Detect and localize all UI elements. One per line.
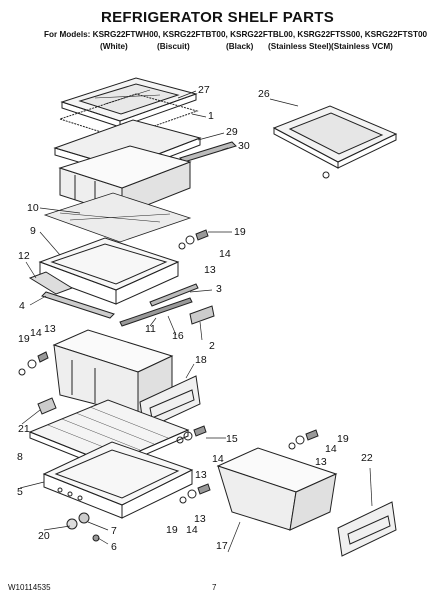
callout-9: 9 [30, 225, 36, 237]
callout-10: 10 [27, 202, 39, 214]
screw-6 [93, 535, 99, 541]
pan-frame-9 [40, 238, 178, 304]
rail-12 [30, 272, 72, 294]
models-line: For Models: KSRG22FTWH00, KSRG22FTBT00, … [44, 30, 428, 39]
callout-4: 4 [19, 300, 25, 312]
callout-19-a: 19 [234, 226, 246, 238]
callout-8: 8 [17, 451, 23, 463]
callout-5: 5 [17, 486, 23, 498]
rail-30 [180, 142, 236, 162]
callout-19-c: 19 [337, 433, 349, 445]
callout-14-d: 14 [325, 443, 337, 455]
callout-17: 17 [216, 540, 228, 552]
callout-21: 21 [18, 423, 30, 435]
callout-14-b: 14 [30, 327, 42, 339]
callout-14-c: 14 [212, 453, 224, 465]
callout-11: 11 [145, 323, 156, 335]
page-number: 7 [212, 583, 217, 592]
callout-3: 3 [216, 283, 222, 295]
callout-1: 1 [208, 110, 214, 122]
callout-7: 7 [111, 525, 117, 537]
callout-13-a: 13 [204, 264, 216, 276]
callout-19-d: 19 [166, 524, 178, 536]
callout-12: 12 [18, 250, 30, 262]
strip-11 [120, 298, 192, 326]
crisper-drawer-upper [60, 146, 190, 215]
clip-21 [38, 398, 56, 414]
callout-13-d: 13 [315, 456, 327, 468]
callout-14-a: 14 [219, 248, 231, 260]
callout-20: 20 [38, 530, 50, 542]
callout-26: 26 [258, 88, 270, 100]
page-title: REFRIGERATOR SHELF PARTS [100, 9, 335, 26]
callout-14-e: 14 [186, 524, 198, 536]
callout-27: 27 [198, 84, 210, 96]
shelf-glass-26 [274, 106, 396, 178]
hardware-left [19, 352, 48, 375]
callout-30: 30 [238, 140, 250, 152]
hardware-right [289, 430, 318, 449]
callout-13-c: 13 [195, 469, 207, 481]
callout-2: 2 [209, 340, 215, 352]
roller-20 [67, 513, 89, 529]
shelf-glass-27 [62, 78, 196, 127]
hardware-upper-right [179, 230, 208, 249]
color-white: (White) [100, 42, 128, 51]
callout-15: 15 [226, 433, 238, 445]
hardware-mid [177, 426, 206, 443]
color-biscuit: (Biscuit) [157, 42, 190, 51]
color-black: (Black) [226, 42, 254, 51]
pan-17 [218, 448, 336, 530]
strip-3 [150, 284, 198, 306]
callout-13-b: 13 [44, 323, 56, 335]
color-stainless-steel: (Stainless Steel) [268, 42, 332, 51]
document-number: W10114535 [8, 583, 51, 592]
callout-22: 22 [361, 452, 373, 464]
callout-19-b: 19 [18, 333, 30, 345]
glass-insert-10 [45, 193, 190, 242]
rail-4 [42, 292, 114, 318]
callout-29: 29 [226, 126, 238, 138]
frame-5 [44, 442, 192, 518]
callout-16: 16 [172, 330, 184, 342]
bracket-2 [190, 306, 214, 324]
drawer-front-22 [338, 502, 396, 556]
callout-13-e: 13 [194, 513, 206, 525]
hardware-bottom-mid [180, 484, 210, 503]
color-stainless-vcm: (Stainless VCM) [331, 42, 393, 51]
callout-18: 18 [195, 354, 207, 366]
callout-6: 6 [111, 541, 117, 553]
shelf-frame-1 [60, 94, 197, 138]
